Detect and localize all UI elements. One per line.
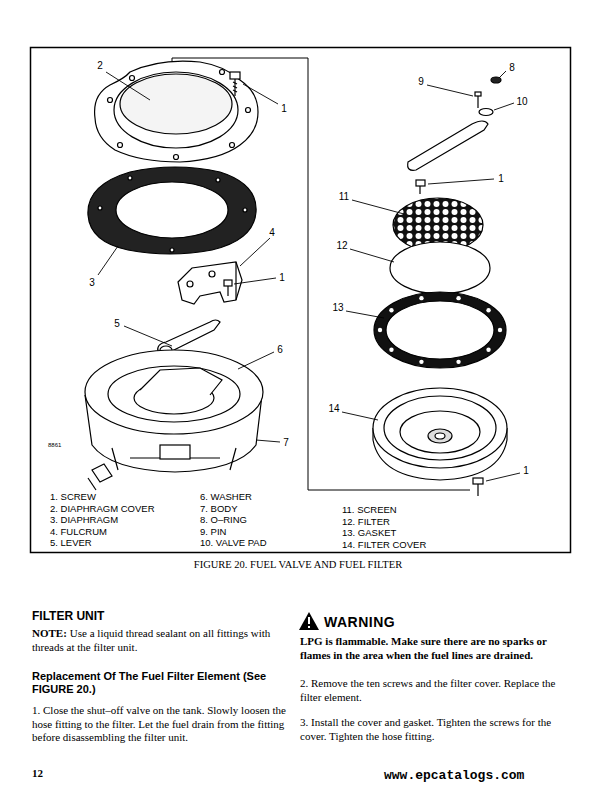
page-number: 12 — [32, 767, 43, 779]
callout-number: 10 — [515, 96, 528, 107]
warning-heading: WARNING — [324, 614, 395, 630]
callout-number: 2 — [96, 60, 104, 71]
callout-number: 11 — [338, 191, 350, 202]
note-text: Use a liquid thread sealant on all fitti… — [32, 627, 270, 653]
screw — [473, 478, 483, 496]
bolt-hole — [388, 405, 392, 409]
bolt-hole — [457, 392, 461, 396]
bolt-hole — [376, 426, 380, 430]
diaphragm-cover — [95, 61, 258, 162]
instruction-step: 2. Remove the ten screws and the filter … — [300, 677, 562, 704]
diaphragm — [88, 167, 256, 254]
screw — [224, 280, 232, 296]
warning-text: LPG is flammable. Make sure there are no… — [300, 635, 562, 662]
bolt-hole — [389, 347, 393, 351]
callout-number: 4 — [268, 227, 276, 238]
parts-list-item: 8. O–RING — [200, 514, 247, 525]
parts-list-item: 3. DIAPHRAGM — [50, 514, 118, 525]
filter — [390, 242, 490, 294]
callout-number: 13 — [331, 302, 344, 313]
bolt-hole — [488, 405, 492, 409]
parts-list-item: 12. FILTER — [342, 516, 390, 527]
section-heading: FILTER UNIT — [32, 609, 104, 623]
fulcrum — [178, 262, 242, 304]
gasket — [374, 292, 506, 368]
parts-list-item: 14. FILTER COVER — [342, 539, 426, 550]
callout-number: 7 — [282, 437, 290, 448]
figure-caption: FIGURE 20. FUEL VALVE AND FUEL FILTER — [194, 559, 402, 570]
bolt-hole — [419, 296, 423, 300]
parts-list-item: 2. DIAPHRAGM COVER — [50, 503, 155, 514]
callout-number: 8 — [508, 62, 516, 73]
bolt-hole — [388, 447, 392, 451]
callout-number: 3 — [88, 277, 96, 288]
warning-symbol — [299, 612, 319, 630]
bolt-hole — [457, 460, 461, 464]
callout-number: 1 — [497, 173, 505, 184]
bolt-hole — [498, 328, 502, 332]
callout-number: 1 — [522, 465, 530, 476]
bolt-hole — [488, 447, 492, 451]
bolt-hole — [456, 360, 460, 364]
bolt-hole — [419, 460, 423, 464]
callout-number: 6 — [276, 344, 284, 355]
parts-list-item: 4. FULCRUM — [50, 526, 107, 537]
parts-list-item: 1. SCREW — [50, 491, 96, 502]
instruction-step: 3. Install the cover and gasket. Tighten… — [300, 716, 562, 743]
valve-body — [85, 350, 263, 490]
bolt-hole — [486, 347, 490, 351]
bolt-hole — [389, 308, 393, 312]
bolt-hole — [486, 308, 490, 312]
callout-number: 5 — [113, 318, 121, 329]
callout-number: 1 — [278, 272, 286, 283]
drawing-number: 8861 — [48, 442, 61, 448]
parts-list-item: 5. LEVER — [50, 537, 92, 548]
bolt-hole — [419, 360, 423, 364]
watermark: www.epcatalogs.com — [384, 768, 524, 783]
parts-list-item: 6. WASHER — [200, 491, 252, 502]
bolt-hole — [499, 426, 503, 430]
bolt-hole — [378, 328, 382, 332]
parts-list-item: 7. BODY — [200, 503, 238, 514]
parts-list-item: 9. PIN — [200, 526, 226, 537]
pin-and-pad — [408, 77, 501, 170]
callout-number: 12 — [335, 240, 348, 251]
screw — [230, 72, 240, 96]
figure-frame — [31, 48, 571, 553]
parts-list-item: 11. SCREEN — [342, 504, 397, 515]
note-paragraph: NOTE:Use a liquid thread sealant on all … — [32, 627, 294, 654]
callout-number: 1 — [280, 103, 288, 114]
bolt-hole — [456, 296, 460, 300]
note-label: NOTE: — [32, 627, 67, 639]
parts-list-item: 13. GASKET — [342, 527, 396, 538]
leader-lines — [98, 71, 520, 481]
parts-list-item: 10. VALVE PAD — [200, 537, 267, 548]
screw — [416, 180, 425, 194]
instruction-step: 1. Close the shut–off valve on the tank.… — [32, 704, 294, 745]
subsection-heading: Replacement Of The Fuel Filter Element (… — [32, 670, 294, 696]
callout-number: 14 — [327, 403, 340, 414]
callout-number: 9 — [417, 76, 425, 87]
filter-cover — [373, 388, 507, 480]
bolt-hole — [419, 392, 423, 396]
